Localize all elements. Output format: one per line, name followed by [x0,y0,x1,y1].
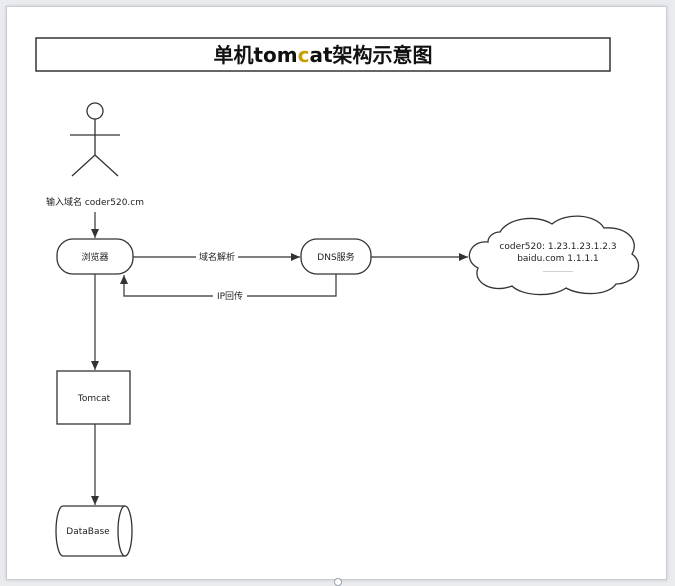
tomcat-label: Tomcat [77,394,111,404]
dns-service-node[interactable]: DNS服务 [300,238,372,275]
user-actor-icon [70,102,120,177]
dns-label: DNS服务 [317,251,354,263]
database-label: DataBase [66,527,110,537]
edge-label-bg-return [213,290,247,302]
database-node[interactable]: DataBase [55,505,133,557]
edge-label-ip-return: IP回传 [217,290,243,302]
edge-label-dns-resolve: 域名解析 [199,251,235,263]
tomcat-node[interactable]: Tomcat [56,370,131,425]
browser-label: 浏览器 [81,251,108,263]
cloud-record-2: baidu.com 1.1.1.1 [517,254,599,264]
edge-label-bg-resolve [196,251,238,263]
cloud-record-more: …………… [543,267,573,274]
cloud-record-1: coder520: 1.23.1.23.1.2.3 [499,242,616,252]
title-box: 单机tomcat架构示意图 [35,37,611,72]
browser-node[interactable]: 浏览器 [56,238,134,275]
page-title: 单机tomcat架构示意图 [213,43,432,67]
actor-label: 输入域名 coder520.cm [46,196,144,208]
dns-records-cloud[interactable]: coder520: 1.23.1.23.1.2.3 baidu.com 1.1.… [468,215,640,296]
